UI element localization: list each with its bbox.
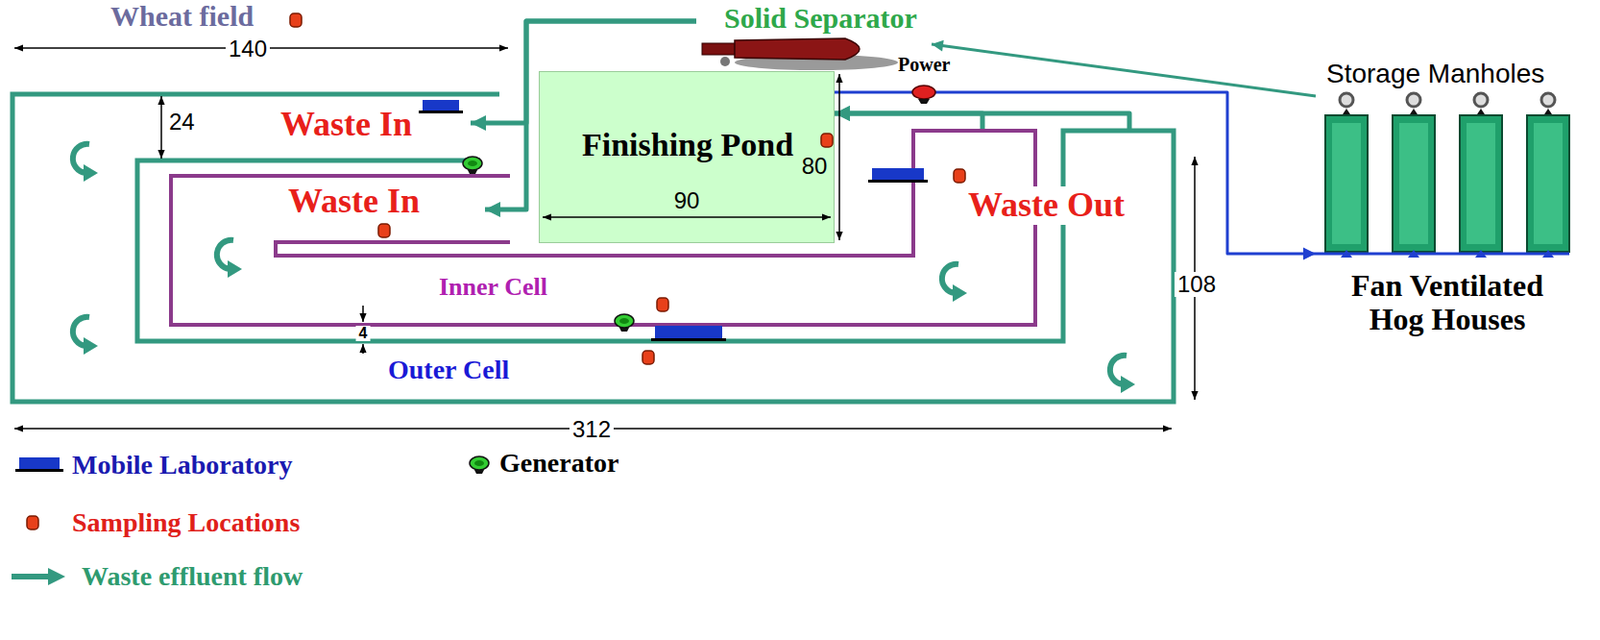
hog-house: [1459, 115, 1503, 252]
arrowhead: [834, 105, 850, 122]
generator-symbol: [614, 314, 634, 332]
node-label: Waste In: [280, 105, 413, 145]
flow-line: [834, 92, 1316, 254]
node-label: Waste In: [288, 182, 420, 221]
sampling-marker: [642, 350, 655, 364]
manhole-arrow: [1477, 108, 1485, 115]
circulation-arrow: [217, 240, 243, 278]
dimension-label: 24: [169, 109, 195, 135]
arrowhead: [931, 40, 945, 52]
node-label: Outer Cell: [387, 355, 510, 386]
dimension-label: 312: [569, 416, 614, 442]
dimension-label: 80: [801, 153, 828, 179]
slurry-transfer-line: [931, 40, 1316, 97]
separator-wheel: [720, 56, 730, 67]
sampling-marker: [953, 169, 966, 183]
circulation-arrow: [942, 264, 968, 302]
hog-house: [1392, 115, 1435, 252]
sampling-marker: [656, 297, 669, 312]
dimension-line: [362, 305, 364, 322]
separator-body: [734, 38, 860, 60]
mobile-lab-base: [418, 110, 463, 114]
flow-line: [834, 113, 1130, 131]
dimension-label: 4: [356, 325, 371, 341]
legend-sampling-icon: [26, 515, 39, 530]
mobile-lab-base: [868, 179, 928, 183]
node-label: Storage Manholes: [1326, 59, 1545, 90]
hog-house-group: Storage ManholesFan Ventilated Hog House…: [1315, 59, 1595, 340]
dimension-label: 140: [225, 36, 270, 62]
node-label: Solid Separator: [724, 1, 918, 34]
outer-cell-wall: [12, 94, 1174, 402]
circulation-arrow: [1110, 355, 1136, 393]
legend-text: Mobile Laboratory: [72, 450, 292, 481]
flow-label: Waste Out: [965, 186, 1128, 225]
sampling-marker: [378, 223, 390, 238]
separator-motor: [702, 43, 735, 55]
hog-house: [1325, 115, 1368, 252]
hog-house: [1527, 115, 1570, 252]
power-symbol: [912, 85, 936, 99]
hog-house-panel: [1466, 122, 1496, 244]
power-label: Power: [897, 53, 950, 75]
flow-line: [931, 44, 1316, 97]
legend-text: Sampling Locations: [72, 508, 300, 538]
legend-flow-line: [11, 573, 50, 580]
supply-line: [1315, 252, 1570, 256]
arrowhead: [470, 115, 486, 131]
hog-house-panel: [1332, 122, 1361, 244]
arrowhead: [1303, 247, 1316, 261]
legend-flow-head: [48, 567, 66, 585]
power-base: [918, 98, 930, 104]
dimension-label: 90: [674, 188, 701, 214]
area-label: Wheat field: [110, 0, 254, 32]
manhole-arrow: [1409, 108, 1418, 115]
dimension-label: 108: [1174, 271, 1219, 297]
arrowhead: [484, 201, 501, 218]
manhole-icon: [1406, 93, 1421, 107]
dimension-line: [542, 216, 831, 219]
recycle-flush-line: [834, 92, 1316, 261]
mobile-lab-base: [651, 338, 727, 341]
hog-house-panel: [1533, 122, 1563, 244]
legend-generator-icon: [469, 456, 489, 474]
legend-lab-base: [15, 468, 64, 472]
waste-out-pipe: [834, 105, 1130, 131]
legend-text: Generator: [499, 448, 619, 479]
sampling-marker: [290, 13, 302, 27]
manhole-arrow: [1342, 108, 1351, 115]
dimension-line: [362, 343, 364, 354]
generator-symbol: [462, 156, 483, 174]
dimension-line: [838, 73, 841, 241]
mobile-lab: [422, 99, 460, 111]
manhole-icon: [1339, 93, 1354, 107]
dimension-line: [160, 96, 163, 159]
node-label: Finishing Pond: [581, 126, 794, 163]
hog-house-panel: [1399, 122, 1429, 244]
circulation-arrow: [72, 144, 98, 182]
arrowhead: [834, 105, 850, 122]
node-label: Inner Cell: [438, 273, 548, 302]
circulation-arrow: [72, 316, 98, 355]
mobile-lab: [872, 168, 924, 180]
waste-out-pipe: [834, 105, 983, 131]
mobile-lab: [654, 325, 723, 339]
manhole-icon: [1474, 93, 1488, 107]
flow-line: [834, 113, 983, 131]
legend-text: Waste effluent flow: [81, 561, 303, 592]
legend-lab-icon: [19, 457, 60, 469]
separator-unit: Solid Separator: [696, 1, 932, 75]
sampling-marker: [821, 133, 833, 147]
manhole-icon: [1541, 93, 1555, 107]
node-label: Fan Ventilated Hog Houses: [1327, 268, 1568, 337]
manhole-arrow: [1544, 108, 1552, 115]
